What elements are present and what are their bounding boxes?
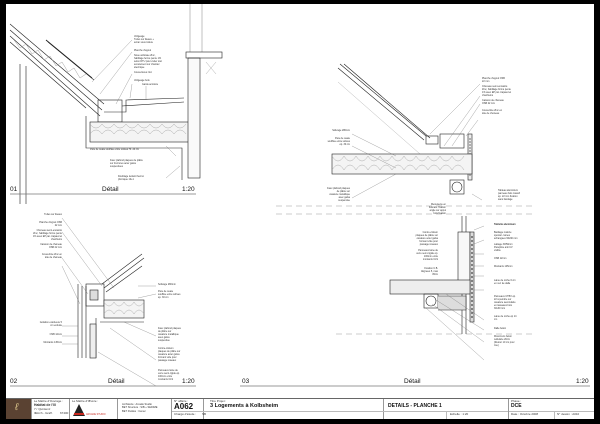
- team-info: Architecte : Arcade Studio BET Structure…: [118, 399, 172, 419]
- callout-03-13: OSB 12mm: [494, 257, 507, 260]
- study-value: SB: [202, 411, 207, 416]
- callout-02-6: Isolation extérieure 5 cm enduite: [39, 321, 62, 327]
- callout-01-7: Pare de ouate soufflée entre solives Ht.…: [90, 148, 139, 151]
- callout-01-2: Planche d'égout: [134, 49, 152, 52]
- client-logo-glyph: ℓ: [15, 402, 19, 413]
- callout-02-11: Faux plafond plaques de plâtre sur ossat…: [158, 327, 181, 342]
- detail-01-drawing: [9, 4, 223, 204]
- project-info: Titre Projet : 3 Logements à Kolbsheim: [204, 399, 384, 419]
- client-info: Le Maître d'Ouvrage : Habitat de l'Ill 7…: [32, 399, 70, 419]
- project-title: 3 Logements à Kolbsheim: [210, 403, 279, 409]
- client-zip: 67400: [60, 411, 69, 415]
- callout-02-13: Panneaux laine de verre semi-rigide ép. …: [158, 369, 180, 381]
- phase-label: Phase :: [511, 398, 522, 403]
- client-address: 7 r Quintenz: [34, 406, 51, 411]
- callout-03-12: Lattage 30/50mm Pareplnie anti UV visibl…: [494, 243, 513, 252]
- callout-01-1: Voligeage Tuiles sur liteaux + écran sou…: [134, 35, 154, 44]
- affair-number: A062: [174, 402, 194, 411]
- title-block: ℓ Le Maître d'Ouvrage : Habitat de l'Ill…: [6, 398, 594, 419]
- callout-03-21: Dalle béton: [494, 327, 507, 330]
- panel-03-number: 03: [242, 378, 250, 385]
- callout-03-5: Solivage 280mm: [332, 129, 350, 132]
- callout-01-8: Faux plafond plaques de plâtre sur fourr…: [110, 159, 143, 168]
- callout-02-12: Contre-cloison plaques de plâtre sur oss…: [158, 347, 181, 362]
- callout-01-5: Voligeage bois: [134, 79, 150, 82]
- scale-divider: [446, 411, 447, 419]
- callout-03-19: Panneaux CTBX ép. 22 à peindre sur ossat…: [494, 295, 516, 310]
- callout-03-16: Panneaux laine de verre semi-rigide ép. …: [416, 249, 438, 261]
- contractor-label: Le Maître d'Œuvre :: [72, 399, 99, 403]
- callout-03-6: Pare de ouate soufflée entre solives ép.…: [327, 137, 350, 146]
- drawing-divider: [554, 411, 555, 419]
- sheet-title: DETAILS - PLANCHE 1: [388, 403, 442, 409]
- callout-03-8: Tableau aluminium panneau bois massif ép…: [498, 189, 520, 201]
- drawing-label: N° dessin : A010: [557, 411, 580, 416]
- client-city: Illkirch - Graff.: [34, 410, 53, 415]
- callout-01-4: Couvertures zinc: [134, 71, 152, 74]
- callout-03-22: Monomurs béton cellulaire 20cm (Retour 1…: [494, 335, 515, 347]
- callout-03-2: Chéneau semi-encastré Zinc, habillage fo…: [482, 85, 512, 97]
- contractor-logo-bar: [74, 413, 84, 415]
- callout-02-7: OSB 12mm: [49, 333, 62, 336]
- callout-03-1: Planche d'égout OSB 22 mm: [482, 77, 505, 83]
- phase-value: DCE: [511, 402, 522, 409]
- detail-03-drawing: [276, 64, 536, 361]
- affair-label: N° affaire :: [174, 398, 189, 403]
- callout-02-10: Pare de ouate soufflée entre solives ép.…: [158, 290, 181, 299]
- callout-02-4: Caisson de chéneau OSB 22 mm: [40, 243, 62, 249]
- panel-03-scale: 1:20: [576, 378, 589, 385]
- project-divider: [172, 411, 384, 412]
- client-label: Le Maître d'Ouvrage :: [34, 399, 63, 403]
- panel-01-scale: 1:20: [182, 186, 195, 193]
- callout-03-20: Laine de roche ép 14 cm: [494, 315, 517, 321]
- callout-02-2: Planche d'égout OSB 22 mm: [39, 221, 62, 227]
- callout-03-15: Contre-cloison plaques de plâtre sur oss…: [415, 231, 438, 246]
- panel-03-title: Détail: [404, 378, 421, 385]
- affair-info: N° affaire : A062: [172, 399, 204, 419]
- callout-01-9: Doublage isolant thermo phonique 10+1: [118, 175, 144, 181]
- date-label: Date : Octobre 2008: [511, 411, 539, 416]
- callout-02-5: Couvertine Zinc en tête de chéneau: [41, 253, 62, 259]
- project-label: Titre Projet :: [210, 398, 227, 403]
- callout-03-4: Couvertine Zinc en tête de chéneau: [482, 109, 503, 115]
- study-label: Chargé d'étude :: [174, 411, 197, 416]
- callout-02-9: Solivage 280mm: [158, 283, 176, 286]
- panel-02-scale: 1:20: [182, 378, 195, 385]
- detail-02-drawing: [61, 217, 157, 387]
- callout-02-8: Montants 145mm: [43, 341, 62, 344]
- contractor-info: Le Maître d'Œuvre : ARCADE STUDIO: [70, 399, 118, 419]
- callout-03-14: Montants 145mm: [494, 265, 513, 268]
- sheet-title-cell: DETAILS - PLANCHE 1: [384, 399, 508, 419]
- callout-01-6: Garde acrotère: [142, 83, 159, 86]
- team-list: Architecte : Arcade Studio BET Structure…: [122, 403, 158, 413]
- drawing-sheet: Voligeage Tuiles sur liteaux + écran sou…: [6, 4, 594, 419]
- detail-drawings: [6, 4, 590, 387]
- sheet-divider: [308, 411, 594, 412]
- callout-03-9: Menuiserie en bois/alu. fixation angle s…: [428, 203, 446, 215]
- callout-03-17: Fixation C.B. Alignées 5, max 45cm: [420, 267, 438, 276]
- callout-02-3: Chéneau semi-encastré Zinc, habillage fo…: [32, 229, 62, 241]
- panel-02-number: 02: [10, 378, 18, 385]
- panel-02-title: Détail: [108, 378, 125, 385]
- callout-03-11: Bardage mélèze spécial - lames échangées…: [494, 231, 518, 240]
- contractor-logo-text: ARCADE STUDIO: [86, 413, 106, 416]
- panel-01-number: 01: [10, 186, 18, 193]
- callout-02-1: Tuiles sur liteaux: [44, 213, 62, 216]
- scale-label: Echelle : 1:20: [450, 411, 469, 416]
- callout-03-7: Faux plafond plaques de plâtre sur ossat…: [327, 187, 350, 202]
- callout-01-3: Noue ardoisée Zinc, habillage fermé pent…: [134, 54, 162, 69]
- client-logo: ℓ: [6, 399, 32, 419]
- phase-divider: [508, 399, 509, 419]
- panel-01-title: Détail: [102, 186, 119, 193]
- callout-03-10: Tablette aluminium: [494, 223, 516, 226]
- client-name: Habitat de l'Ill: [34, 402, 56, 407]
- callout-03-18: Laine de roche 6 cm en nez de dalle: [494, 279, 516, 285]
- callout-03-3: Caisson de chéneau OSB 22 mm: [482, 99, 504, 105]
